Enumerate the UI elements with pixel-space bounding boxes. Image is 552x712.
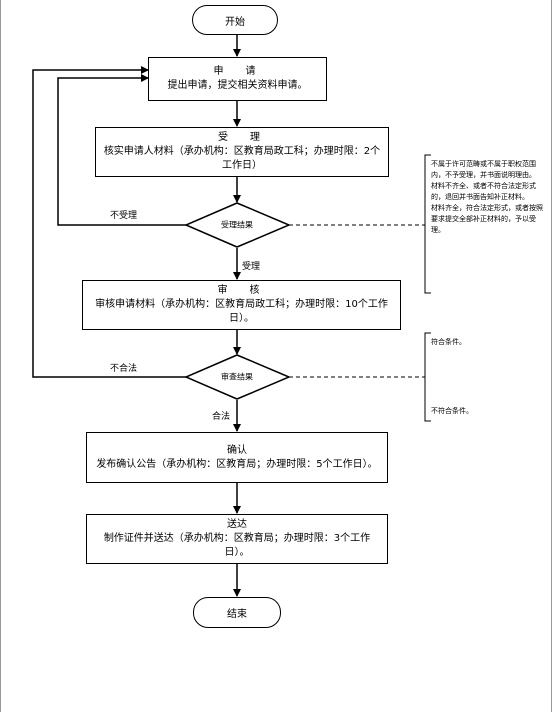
confirm-box: 确认 发布确认公告（承办机构：区教育局；办理时限：5个工作日）。: [86, 432, 388, 483]
apply-desc: 提出申请，提交相关资料申请。: [167, 80, 308, 91]
notes1-bracket: [424, 154, 431, 294]
arrow-reject-loop: [57, 74, 186, 226]
decision2-no-label: 不合法: [110, 364, 138, 374]
apply-title: 申 请: [213, 66, 262, 77]
review-note-fail: 不符合条件。: [431, 407, 473, 415]
deliver-desc: 制作证件并送达（承办机构：区教育局；办理时限：3个工作日）。: [103, 533, 371, 558]
review-note-pass: 符合条件。: [431, 338, 466, 346]
accept-note-2: 材料不齐全、或者不符合法定形式的，退回并书面告知补正材料。: [431, 182, 536, 201]
review-title: 审 核: [217, 285, 266, 296]
accept-note-1: 不属于许可范畴或不属于职权范围内，不予受理，并书面说明理由。: [431, 160, 536, 179]
accept-notes: 不属于许可范畴或不属于职权范围内，不予受理，并书面说明理由。 材料不齐全、或者不…: [431, 159, 546, 236]
arrow-illegal-loop: [32, 66, 186, 378]
notes2-bracket: [424, 332, 431, 422]
accept-title: 受 理: [218, 132, 266, 143]
decision2-yes-label: 合法: [212, 412, 231, 422]
deliver-box: 送达 制作证件并送达（承办机构：区教育局；办理时限：3个工作日）。: [86, 514, 388, 564]
decision1-yes-label: 受理: [242, 262, 261, 272]
end-label: 结束: [227, 609, 247, 620]
end-terminal: 结束: [193, 597, 281, 628]
decision1-no-label: 不受理: [110, 211, 138, 221]
review-desc: 审核申请材料（承办机构：区教育局政工科；办理时限：10个工作日）。: [95, 299, 388, 324]
decision2-label: 审查结果: [221, 372, 253, 382]
deliver-title: 送达: [227, 519, 247, 530]
accept-desc: 核实申请人材料（承办机构：区教育局政工科；办理时限：2个工作日）: [103, 146, 381, 171]
start-terminal: 开始: [192, 5, 278, 35]
start-label: 开始: [225, 16, 245, 28]
decision1-label: 受理结果: [221, 220, 253, 230]
confirm-desc: 发布确认公告（承办机构：区教育局；办理时限：5个工作日）。: [96, 458, 378, 470]
confirm-title: 确认: [227, 444, 247, 456]
review-box: 审 核 审核申请材料（承办机构：区教育局政工科；办理时限：10个工作日）。: [82, 280, 401, 330]
decision1-diamond: [184, 202, 291, 248]
accept-box: 受 理 核实申请人材料（承办机构：区教育局政工科；办理时限：2个工作日）: [95, 127, 389, 177]
apply-box: 申 请 提出申请，提交相关资料申请。: [148, 57, 327, 101]
accept-note-3: 材料齐全，符合法定形式，或者按照要求提交全部补正材料的，予以受理。: [431, 204, 543, 234]
decision2-diamond: [184, 354, 291, 400]
